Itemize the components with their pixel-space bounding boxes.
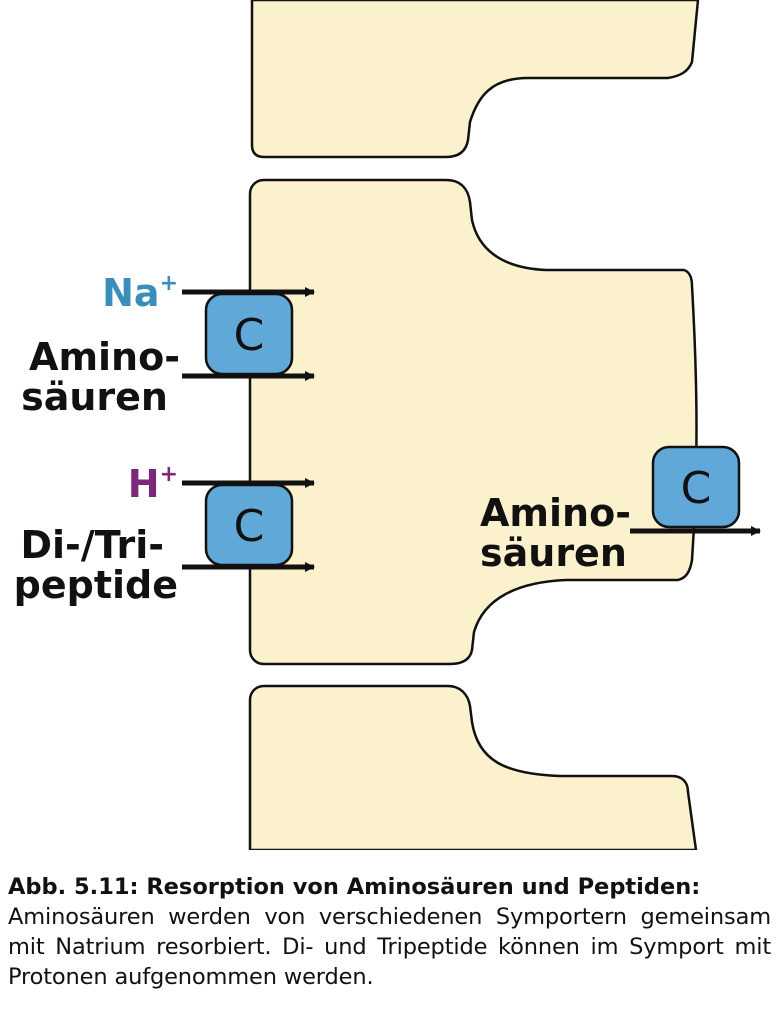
carrier-label: C bbox=[681, 463, 712, 514]
cell-middle bbox=[248, 178, 698, 666]
resorption-diagram: C C C Na+ Amino- säuren H+ Di-/Tri- pept… bbox=[14, 0, 761, 850]
amino-acid-label-right-line1: Amino- bbox=[480, 491, 631, 535]
basolateral-amino-acid-carrier: C bbox=[651, 445, 741, 529]
amino-acid-label-left-line1: Amino- bbox=[29, 335, 180, 379]
peptide-label-line2: peptide bbox=[14, 563, 178, 607]
sodium-charge: + bbox=[160, 271, 178, 296]
caption-title: Abb. 5.11: Resorption von Aminosäuren un… bbox=[8, 874, 701, 900]
caption-body: Aminosäuren werden von verschiedenen Sym… bbox=[8, 904, 771, 990]
sodium-amino-acid-carrier: C bbox=[204, 292, 294, 376]
figure-caption: Abb. 5.11: Resorption von Aminosäuren un… bbox=[8, 872, 771, 992]
proton-symbol: H bbox=[128, 462, 160, 506]
carrier-label: C bbox=[234, 310, 265, 361]
proton-peptide-carrier: C bbox=[204, 483, 294, 567]
sodium-label: Na+ bbox=[102, 271, 178, 315]
carrier-label: C bbox=[234, 501, 265, 552]
cell-bottom bbox=[248, 684, 698, 850]
proton-label: H+ bbox=[128, 462, 178, 506]
amino-acid-label-left-line2: säuren bbox=[21, 375, 168, 419]
proton-charge: + bbox=[160, 462, 178, 487]
amino-acid-label-right-line2: säuren bbox=[480, 531, 627, 575]
peptide-label-line1: Di-/Tri- bbox=[20, 523, 164, 567]
sodium-symbol: Na bbox=[102, 271, 159, 315]
cell-top bbox=[250, 0, 700, 159]
